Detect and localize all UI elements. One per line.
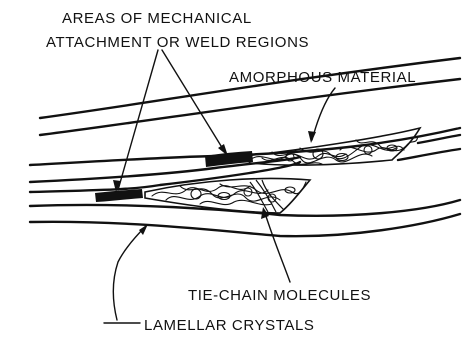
lamella-lower-lower — [30, 200, 460, 216]
amorphous-tangle-lower — [152, 182, 306, 205]
label-amorphous-material: AMORPHOUS MATERIAL — [229, 69, 416, 86]
lamella-top-upper — [40, 58, 460, 118]
label-tie-chain-molecules: TIE-CHAIN MOLECULES — [188, 287, 371, 304]
leader-lamellar — [113, 226, 146, 320]
arrowheads — [113, 131, 316, 235]
leader-tie-chain — [264, 210, 290, 282]
leader-weld-upper — [162, 50, 226, 154]
tie-chain-molecules — [250, 180, 284, 212]
label-lamellar-crystals: LAMELLAR CRYSTALS — [144, 317, 315, 334]
lamella-lower-upper-right — [398, 149, 460, 160]
lamella-bottom — [30, 214, 460, 236]
label-weld-regions-line2: ATTACHMENT OR WELD REGIONS — [46, 34, 309, 51]
arrowhead-amorphous — [308, 131, 316, 143]
label-weld-regions-line1: AREAS OF MECHANICAL — [62, 10, 252, 27]
